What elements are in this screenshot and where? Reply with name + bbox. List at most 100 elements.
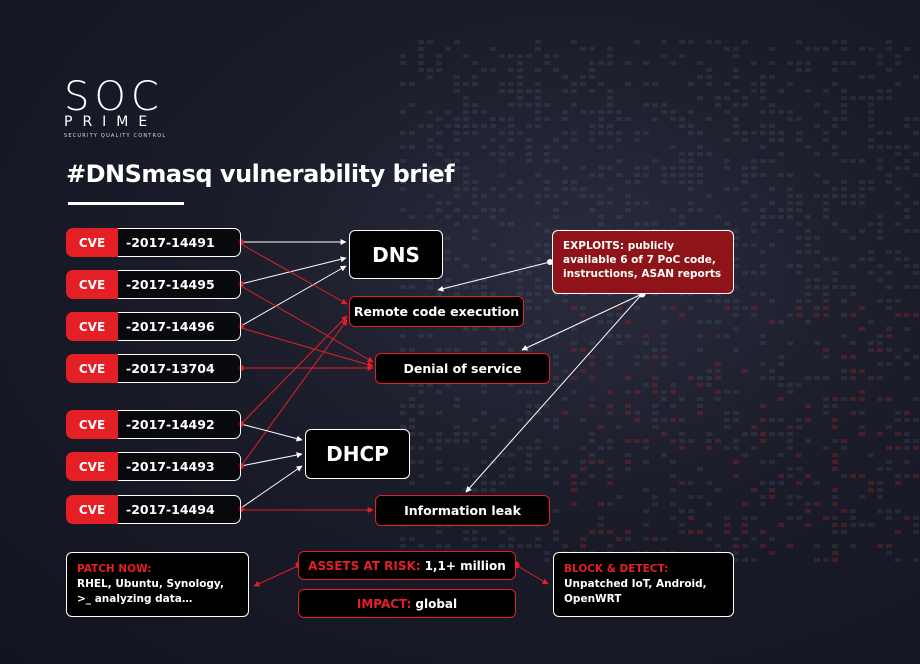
bg-pixel [517, 194, 523, 198]
bg-pixel [535, 103, 541, 107]
bg-pixel [715, 103, 721, 107]
bg-pixel [850, 61, 856, 65]
bg-pixel [751, 173, 757, 177]
bg-pixel [445, 110, 451, 114]
bg-pixel [751, 446, 757, 450]
bg-pixel [598, 173, 604, 177]
bg-pixel [886, 334, 892, 338]
bg-pixel [526, 467, 532, 471]
bg-pixel [580, 187, 586, 191]
bg-pixel [742, 138, 748, 142]
bg-pixel [724, 82, 730, 86]
bg-pixel [652, 425, 658, 429]
bg-pixel [517, 61, 523, 65]
bg-pixel [598, 523, 604, 527]
bg-pixel [472, 537, 478, 541]
bg-pixel [778, 229, 784, 233]
bg-pixel [769, 61, 775, 65]
bg-pixel [454, 467, 460, 471]
bg-pixel [418, 68, 424, 72]
bg-pixel [733, 348, 739, 352]
bg-pixel [652, 411, 658, 415]
bg-pixel [517, 180, 523, 184]
bg-pixel [823, 215, 829, 219]
bg-pixel [724, 166, 730, 170]
bg-pixel [760, 271, 766, 275]
bg-pixel [445, 348, 451, 352]
bg-pixel [553, 446, 559, 450]
bg-pixel [544, 467, 550, 471]
bg-pixel [769, 369, 775, 373]
bg-pixel [751, 537, 757, 541]
bg-pixel [688, 187, 694, 191]
bg-pixel [787, 208, 793, 212]
bg-pixel [823, 208, 829, 212]
bg-pixel [688, 495, 694, 499]
bg-pixel [733, 537, 739, 541]
bg-pixel [715, 369, 721, 373]
bg-pixel [670, 516, 676, 520]
bg-pixel [670, 474, 676, 478]
bg-pixel [796, 418, 802, 422]
bg-pixel [427, 68, 433, 72]
bg-pixel [418, 61, 424, 65]
bg-pixel [886, 306, 892, 310]
bg-pixel [706, 502, 712, 506]
bg-pixel [598, 61, 604, 65]
bg-pixel [724, 516, 730, 520]
bg-pixel [850, 509, 856, 513]
wire-exploit-rce [437, 261, 551, 292]
bg-pixel [733, 229, 739, 233]
bg-pixel [454, 89, 460, 93]
bg-pixel [454, 194, 460, 198]
bg-pixel [679, 152, 685, 156]
bg-pixel [796, 236, 802, 240]
bg-pixel [526, 145, 532, 149]
bg-pixel [571, 40, 577, 44]
bg-pixel [508, 348, 514, 352]
bg-pixel [769, 320, 775, 324]
bg-pixel [571, 341, 577, 345]
bg-pixel [787, 432, 793, 436]
bg-pixel [490, 47, 496, 51]
cve-id: -2017-13704 [118, 354, 241, 383]
bg-pixel [751, 61, 757, 65]
bg-pixel [589, 362, 595, 366]
bg-pixel [544, 187, 550, 191]
bg-pixel [436, 117, 442, 121]
bg-pixel [733, 558, 739, 562]
bg-pixel [418, 124, 424, 128]
bg-pixel [760, 159, 766, 163]
bg-pixel [742, 201, 748, 205]
block-line2: OpenWRT [564, 593, 622, 605]
bg-pixel [697, 166, 703, 170]
bg-pixel [841, 117, 847, 121]
bg-pixel [400, 544, 406, 548]
bg-pixel [823, 194, 829, 198]
bg-pixel [607, 54, 613, 58]
bg-pixel [814, 285, 820, 289]
bg-pixel [490, 432, 496, 436]
bg-pixel [481, 537, 487, 541]
bg-pixel [724, 446, 730, 450]
bg-pixel [697, 131, 703, 135]
bg-pixel [472, 124, 478, 128]
bg-pixel [877, 236, 883, 240]
bg-pixel [526, 89, 532, 93]
bg-pixel [535, 334, 541, 338]
bg-pixel [778, 173, 784, 177]
bg-pixel [481, 341, 487, 345]
bg-pixel [913, 75, 919, 79]
bg-pixel [688, 292, 694, 296]
bg-pixel [580, 467, 586, 471]
bg-pixel [634, 131, 640, 135]
bg-pixel [823, 411, 829, 415]
bg-pixel [409, 145, 415, 149]
bg-pixel [751, 292, 757, 296]
bg-pixel [652, 222, 658, 226]
bg-pixel [526, 138, 532, 142]
bg-pixel [724, 306, 730, 310]
bg-pixel [670, 418, 676, 422]
bg-pixel [571, 138, 577, 142]
bg-pixel [688, 208, 694, 212]
